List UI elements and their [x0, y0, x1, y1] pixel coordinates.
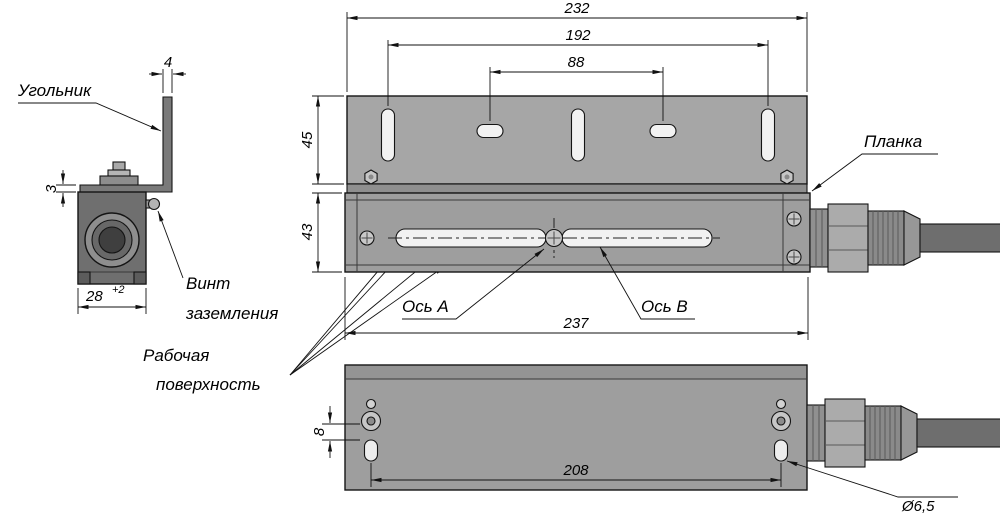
dim-237-value: 237: [562, 315, 589, 332]
label-angle-bracket-group: Угольник: [17, 81, 162, 132]
dim-8-value: 8: [311, 427, 328, 436]
label-plate-group: Планка: [811, 132, 938, 192]
gland-hex-nut: [827, 203, 869, 273]
dim-208-value: 208: [562, 462, 589, 479]
label-axis-b: Ось B: [641, 297, 688, 316]
label-angle-bracket: Угольник: [17, 81, 92, 100]
dim-28-tolerance: +2: [112, 284, 125, 296]
label-ground-screw-line2: заземления: [185, 304, 278, 323]
mount-hole-right: [773, 439, 789, 462]
label-plate: Планка: [864, 132, 922, 151]
gland-hex-nut-bottom: [824, 398, 866, 468]
dim-43-value: 43: [299, 223, 316, 240]
plate-slot-left: [380, 108, 396, 162]
plate-edge-strip: [346, 183, 808, 194]
cable-gland-top: [809, 203, 1000, 273]
front-view: [344, 364, 1000, 491]
label-axis-b-group: Ось B: [599, 246, 695, 320]
dim-192-value: 192: [565, 27, 591, 44]
ground-screw-head: [147, 197, 161, 211]
dim-45-value: 45: [299, 131, 316, 148]
dim-3-value: 3: [43, 184, 60, 193]
dim-mount-spacing-208: 208: [370, 462, 782, 487]
plate-slot-center: [570, 108, 586, 162]
dim-232-value: 232: [563, 0, 590, 17]
dim-hole-diameter-value: Ø6,5: [901, 498, 935, 515]
dim-bracket-width-28: 28 +2: [77, 284, 147, 314]
dim-hole-step-8: 8: [311, 406, 360, 458]
dim-plate-height-45: 45: [299, 95, 344, 185]
foot-right: [133, 271, 147, 285]
label-axis-a-group: Ось А: [402, 248, 545, 320]
dim-overall-232: 232: [346, 0, 808, 92]
clamp-bolt-head: [112, 161, 126, 171]
connector-bore: [98, 226, 126, 254]
label-axis-a: Ось А: [402, 297, 449, 316]
dim-88-value: 88: [568, 54, 585, 71]
plate-hole-left: [476, 123, 504, 139]
foot-left: [77, 271, 91, 285]
body-screws-top: [359, 211, 802, 265]
plate-slot-right: [760, 108, 776, 162]
gland-taper-bottom: [900, 405, 918, 461]
dim-body-length-237: 237: [344, 277, 809, 340]
dim-slot-spacing-192: 192: [387, 27, 769, 106]
dim-bracket-thickness-4: 4: [149, 54, 186, 93]
cable-top: [919, 223, 1000, 253]
cable-bottom: [916, 418, 1000, 448]
dim-hole-spacing-88: 88: [489, 54, 664, 121]
label-ground-screw-group: Винт заземления: [157, 210, 278, 323]
keyhole-left: [360, 398, 382, 462]
dim-base-thickness-3: 3: [43, 170, 76, 207]
clamp-block: [99, 175, 139, 186]
label-ground-screw-line1: Винт: [186, 274, 230, 293]
dim-28-value: 28: [85, 288, 103, 305]
side-view: [77, 96, 173, 285]
label-hole-diameter-group: Ø6,5: [786, 460, 958, 515]
dim-body-height-43: 43: [299, 192, 342, 273]
mount-hole-left: [363, 439, 379, 462]
sensor-body-front: [344, 364, 808, 491]
label-working-surface-line1: Рабочая: [143, 346, 209, 365]
plan-view: [344, 95, 1000, 273]
label-working-surface-line2: поверхность: [156, 375, 261, 394]
clamp-washer: [107, 169, 131, 177]
dim-4-value: 4: [164, 54, 172, 71]
cable-gland-bottom: [806, 398, 1000, 468]
keyhole-right: [770, 398, 792, 462]
gland-taper: [903, 210, 921, 266]
plate-hole-right: [649, 123, 677, 139]
